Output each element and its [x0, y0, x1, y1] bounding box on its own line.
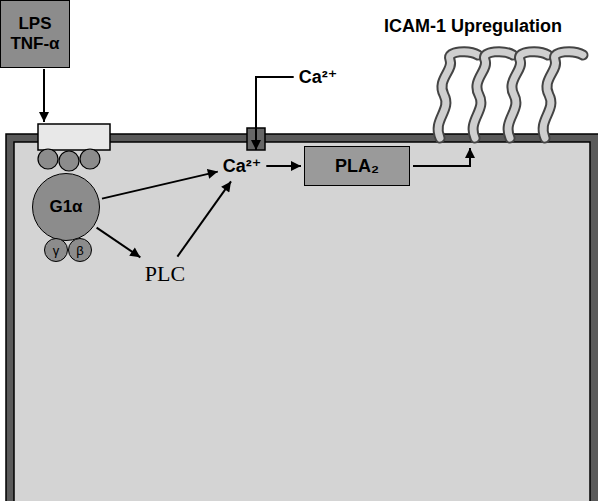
signal-arrow [97, 228, 141, 258]
node-text: β [76, 244, 83, 257]
g-protein-gamma: γ [44, 238, 68, 262]
receptor-subunit [80, 149, 100, 169]
node-text: PLA₂ [335, 156, 379, 177]
ion-label: Ca²⁺ [221, 153, 264, 179]
node-text: G1α [49, 197, 82, 217]
node-text: LPS TNF-α [1, 14, 69, 53]
upregulation-arrow [413, 148, 470, 166]
enzyme-box: PLA₂ [304, 146, 410, 186]
icam-molecule [543, 52, 583, 138]
stimulus-box: LPS TNF-α [0, 0, 70, 68]
g-protein-alpha: G1α [32, 173, 100, 241]
node-text: PLC [145, 261, 185, 287]
ion-label: Ca²⁺ [297, 64, 340, 90]
enzyme-label: PLC [143, 259, 187, 289]
receptor-subunit [59, 151, 79, 171]
node-text: Ca²⁺ [299, 66, 338, 88]
stimulus-arrow [43, 69, 45, 122]
signal-arrow [102, 172, 218, 199]
signal-arrow [266, 165, 301, 167]
node-text: Ca²⁺ [223, 155, 262, 177]
signal-arrow [256, 77, 294, 150]
icam-molecules [438, 52, 583, 138]
cytoplasm [14, 142, 590, 501]
receptor-subunit [38, 149, 58, 169]
g-protein-beta: β [68, 238, 92, 262]
icam-outline [543, 52, 583, 138]
receptor [38, 124, 110, 150]
signal-arrow [177, 181, 231, 256]
node-text: γ [53, 244, 60, 257]
outcome-label: ICAM-1 Upregulation [384, 16, 562, 37]
